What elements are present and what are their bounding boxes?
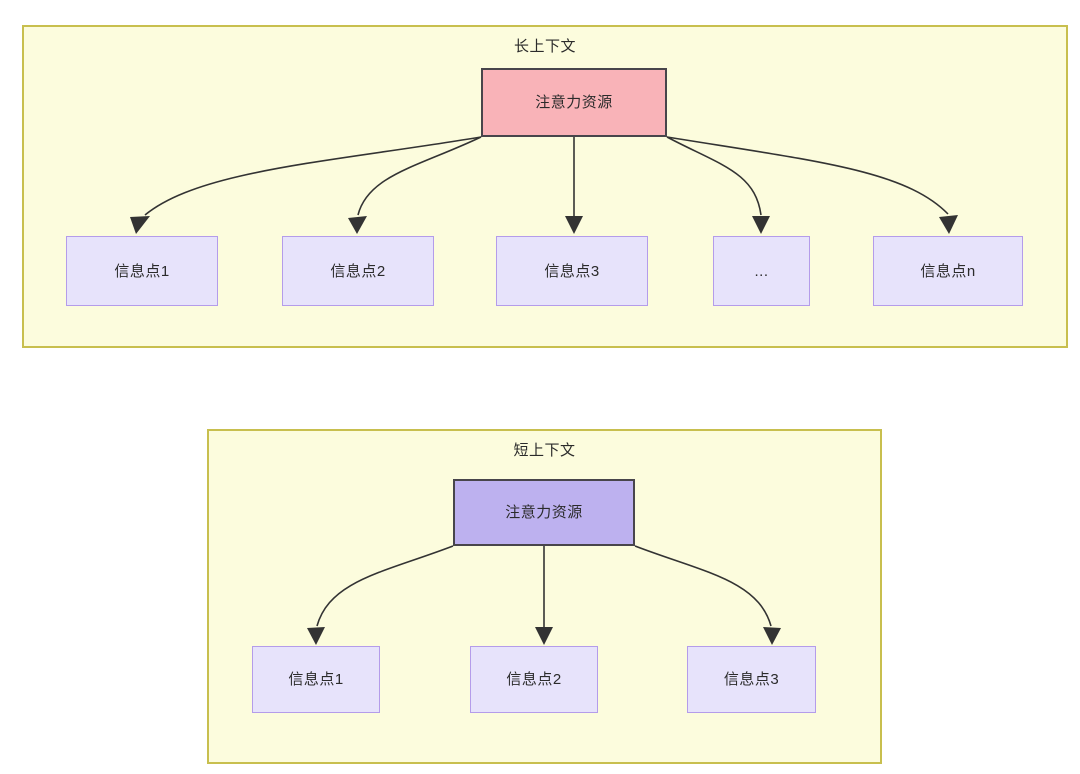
node-label: 信息点3: [544, 262, 600, 280]
node-long-info-ellipsis[interactable]: ...: [713, 236, 810, 306]
panel-long-context-title: 长上下文: [513, 38, 576, 55]
node-label: 信息点1: [114, 262, 170, 280]
node-long-info-n[interactable]: 信息点n: [873, 236, 1023, 306]
node-label: 信息点2: [330, 262, 386, 280]
node-label: 注意力资源: [505, 504, 583, 521]
node-label: 注意力资源: [535, 94, 613, 111]
node-short-info-1[interactable]: 信息点1: [252, 646, 380, 713]
node-label: 信息点2: [506, 671, 562, 688]
panel-short-context-title: 短上下文: [513, 442, 576, 459]
node-label: 信息点3: [723, 671, 780, 688]
node-long-attention-resource[interactable]: 注意力资源: [481, 68, 667, 137]
node-long-info-3[interactable]: 信息点3: [496, 236, 648, 306]
node-long-info-1[interactable]: 信息点1: [66, 236, 218, 306]
node-short-info-3[interactable]: 信息点3: [687, 646, 816, 713]
node-long-info-2[interactable]: 信息点2: [282, 236, 434, 306]
node-short-attention-resource[interactable]: 注意力资源: [453, 479, 635, 546]
node-label: 信息点n: [920, 262, 976, 280]
node-label: ...: [754, 262, 769, 280]
node-short-info-2[interactable]: 信息点2: [470, 646, 598, 713]
node-label: 信息点1: [288, 671, 344, 688]
